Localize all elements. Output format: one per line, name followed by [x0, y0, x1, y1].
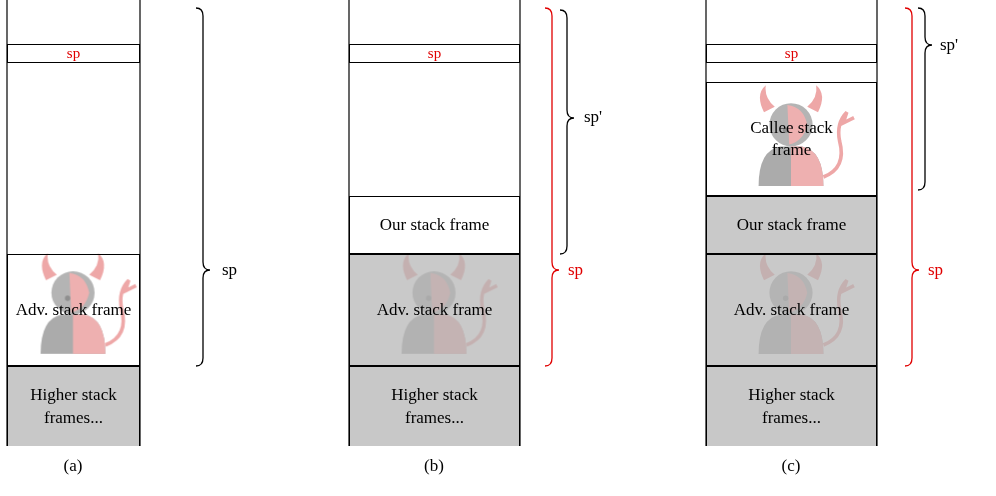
curly-brace: [905, 8, 919, 366]
frame-label: Adv. stack frame: [734, 299, 850, 321]
stack-frame-box: Higher stack frames...: [706, 366, 877, 446]
panel-caption: (c): [782, 456, 801, 476]
grey-fill: [706, 366, 877, 446]
frame-label: sp: [785, 46, 798, 61]
pointer-label: sp': [584, 107, 602, 127]
stack-frame-box: Adv. stack frame: [706, 254, 877, 366]
pointer-label: sp: [568, 260, 583, 280]
pointer-label: sp: [928, 260, 943, 280]
grey-fill: [349, 254, 520, 366]
curly-brace: [196, 8, 210, 366]
stack-frame-box: sp: [706, 44, 877, 63]
stack-frame-box: Callee stack frame: [706, 82, 877, 196]
pointer-label: sp': [940, 35, 958, 55]
stack-frame-box: Higher stack frames...: [7, 366, 140, 446]
frame-label: Adv. stack frame: [377, 299, 493, 321]
stack-frame-box: Higher stack frames...: [349, 366, 520, 446]
frame-label: Higher stack frames...: [28, 384, 119, 428]
grey-fill: [349, 366, 520, 446]
frame-label: Higher stack frames...: [380, 384, 489, 428]
curly-brace: [918, 8, 932, 190]
grey-fill: [7, 366, 140, 446]
frame-label: sp: [67, 46, 80, 61]
stack-frame-box: sp: [7, 44, 140, 63]
panel-caption: (b): [424, 456, 444, 476]
frame-label: Our stack frame: [380, 214, 490, 236]
stack-frame-box: sp: [349, 44, 520, 63]
frame-label: Higher stack frames...: [737, 384, 846, 428]
frame-label: sp: [428, 46, 441, 61]
frame-label: Callee stack frame: [743, 117, 840, 161]
frame-label: Adv. stack frame: [16, 299, 132, 321]
pointer-label: sp: [222, 260, 237, 280]
grey-fill: [706, 254, 877, 366]
grey-fill: [706, 196, 877, 254]
curly-brace: [560, 10, 574, 254]
panel-caption: (a): [64, 456, 83, 476]
frame-label: Our stack frame: [737, 214, 847, 236]
stack-frame-box: Our stack frame: [706, 196, 877, 254]
stack-frame-box: Adv. stack frame: [349, 254, 520, 366]
stack-frame-box: Our stack frame: [349, 196, 520, 254]
stack-frame-box: Adv. stack frame: [7, 254, 140, 366]
curly-brace: [545, 8, 559, 366]
